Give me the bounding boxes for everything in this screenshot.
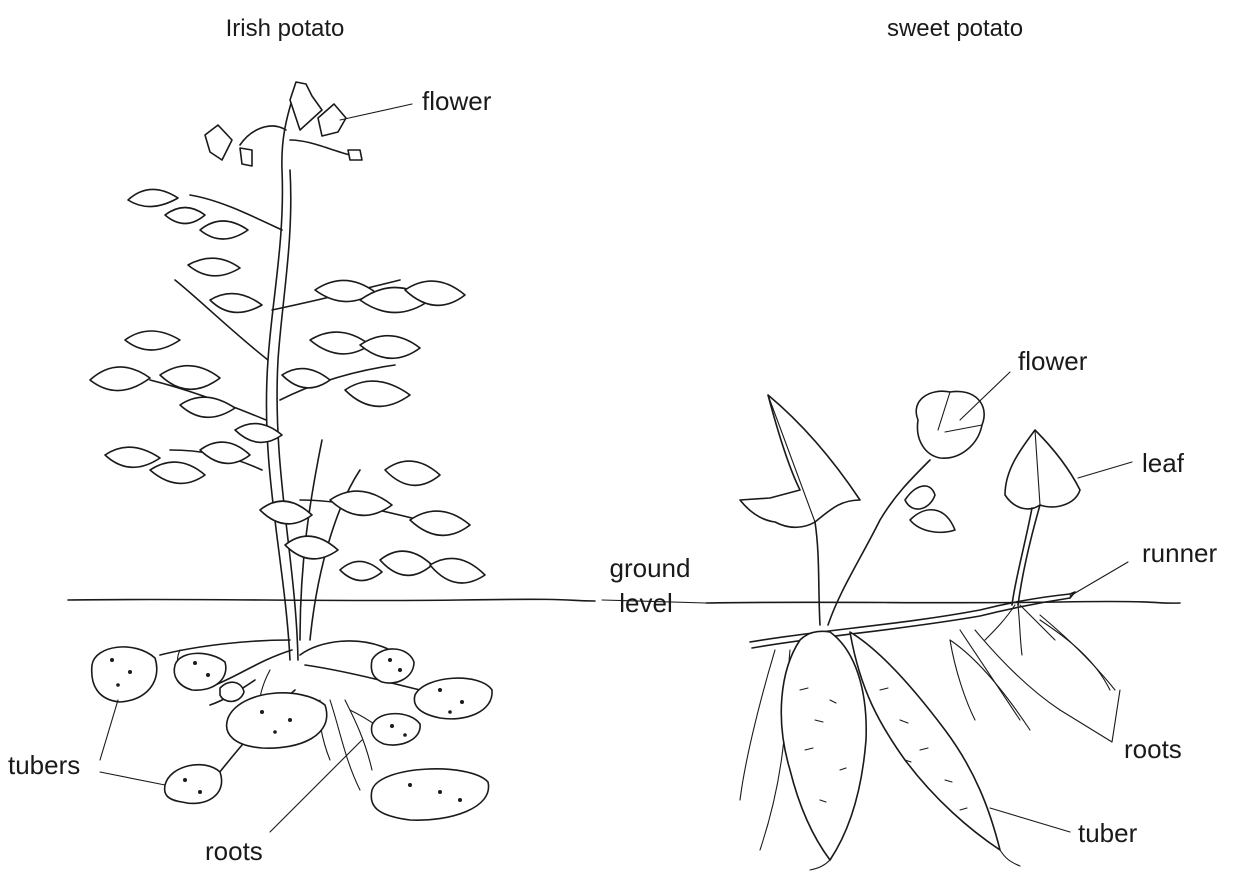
sweet-tubers [781, 620, 1110, 870]
title-irish-potato: Irish potato [226, 15, 345, 42]
irish-tubers [92, 647, 492, 820]
label-irish-roots: roots [205, 836, 263, 866]
label-level: level [619, 588, 672, 618]
label-sweet-roots: roots [1124, 734, 1182, 764]
label-sweet-runner: runner [1142, 538, 1217, 568]
irish-potato-plant [90, 82, 492, 820]
label-irish-flower: flower [422, 86, 492, 116]
sweet-potato-plant [740, 391, 1115, 870]
label-sweet-tuber: tuber [1078, 818, 1138, 848]
label-sweet-flower: flower [1018, 346, 1088, 376]
title-sweet-potato: sweet potato [887, 15, 1023, 42]
irish-leaves [90, 189, 485, 583]
label-irish-tubers: tubers [8, 750, 80, 780]
label-sweet-leaf: leaf [1142, 448, 1185, 478]
label-ground: ground [610, 553, 691, 583]
